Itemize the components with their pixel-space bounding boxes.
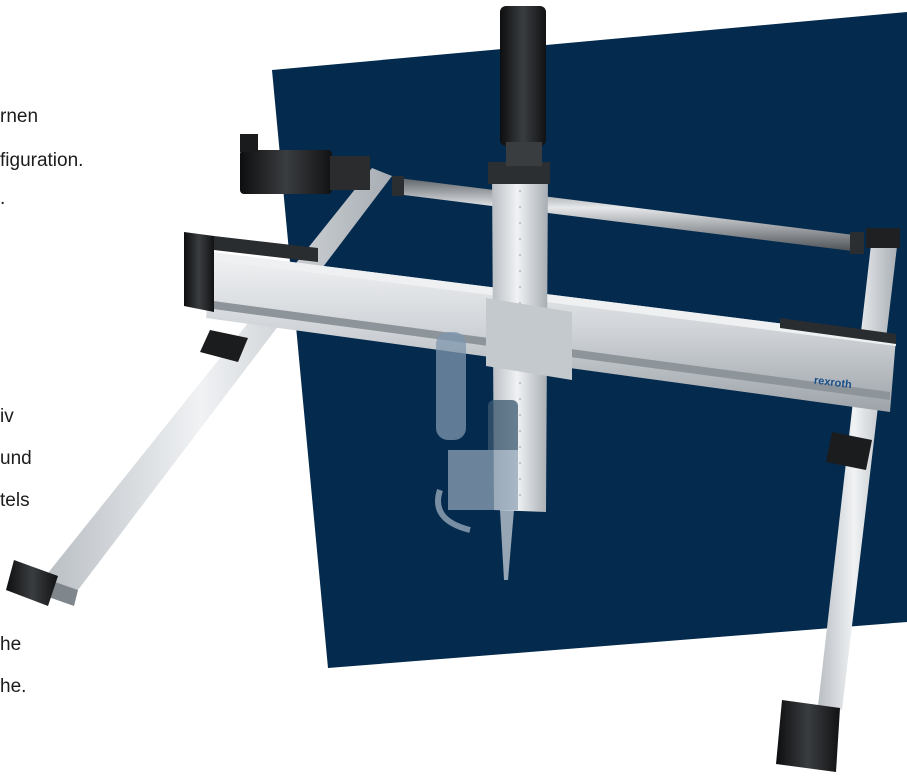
right-end-cap	[776, 700, 840, 772]
body-text-line: tels	[0, 490, 30, 511]
body-text-line: he.	[0, 676, 27, 697]
body-text-line: und	[0, 448, 32, 469]
left-end-cap	[6, 560, 58, 606]
body-text-line: .	[0, 188, 6, 209]
body-text-line: figuration.	[0, 150, 84, 171]
left-motor	[240, 150, 332, 194]
body-text-line: rnen	[0, 106, 39, 127]
z-motor	[500, 6, 546, 146]
body-text-line: iv	[0, 406, 14, 427]
body-text-line: he	[0, 634, 22, 655]
x-beam-drive	[184, 232, 214, 312]
dispense-tool	[435, 332, 518, 580]
brand-logo: rexroth	[813, 375, 852, 392]
